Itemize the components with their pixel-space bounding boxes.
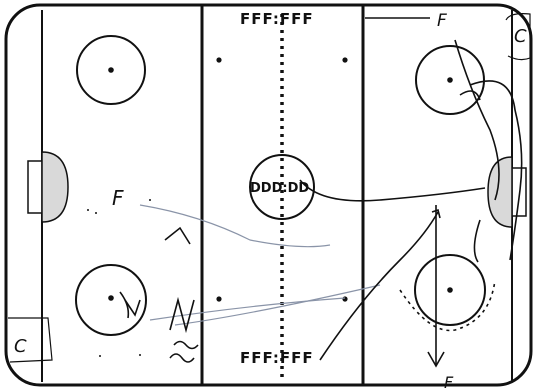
faceoff-circle-bottom-left <box>75 264 147 336</box>
center-circle <box>249 154 315 220</box>
top-players-label: FFF:FFF <box>240 10 314 28</box>
corner-label-bottom-left: C <box>14 336 27 357</box>
forward-label-bottom-right: F <box>444 373 454 392</box>
faceoff-circle-bottom-right <box>414 254 486 326</box>
neutral-dot <box>216 57 222 63</box>
corner-scribble-bottom-left <box>8 317 53 363</box>
left-goal-net <box>27 151 69 223</box>
faceoff-dot <box>447 77 453 83</box>
skater-paths <box>119 17 523 368</box>
neutral-dot <box>216 296 222 302</box>
faceoff-dot <box>108 295 114 301</box>
bottom-players-label: FFF:FFF <box>240 349 314 367</box>
neutral-dot <box>342 57 348 63</box>
forward-label-left: F <box>112 186 124 210</box>
faceoff-dot <box>108 67 114 73</box>
corner-scribble-top-right <box>505 13 531 61</box>
dotted-marks <box>87 199 151 357</box>
faceoff-circle-top-left <box>76 35 146 105</box>
center-players-label: DDD:DD <box>250 181 309 196</box>
faceoff-circle-top-right <box>415 45 485 115</box>
rink-boards <box>4 3 533 387</box>
corner-label-top-right: C <box>514 26 527 47</box>
neutral-dot <box>342 296 348 302</box>
faceoff-dot <box>447 287 453 293</box>
forward-label-top-right: F <box>437 11 447 31</box>
